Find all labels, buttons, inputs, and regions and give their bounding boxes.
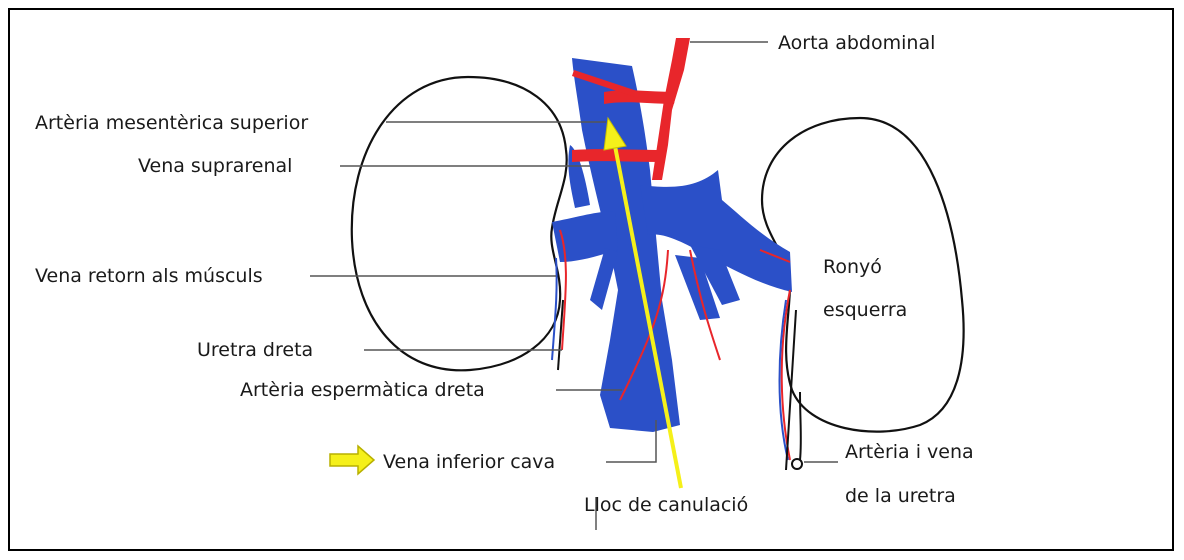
label-ureter-vessels-line2: de la uretra bbox=[845, 485, 956, 507]
label-cannulation-site: Lloc de canulació bbox=[584, 494, 748, 516]
label-right-ureter: Uretra dreta bbox=[197, 339, 313, 361]
label-suprarenal-vein: Vena suprarenal bbox=[138, 155, 292, 177]
highlight-arrow-icon bbox=[330, 446, 374, 474]
right-kidney bbox=[352, 77, 567, 370]
inferior-vena-cava bbox=[552, 58, 792, 432]
label-mesenteric-artery: Artèria mesentèrica superior bbox=[35, 112, 308, 134]
label-vena-cava: Vena inferior cava bbox=[383, 451, 555, 473]
label-left-kidney-line1: Ronyó bbox=[823, 256, 882, 278]
label-muscle-vein: Vena retorn als músculs bbox=[35, 265, 263, 287]
ureter-vessel-marker bbox=[792, 459, 802, 469]
ureters bbox=[558, 300, 801, 470]
label-spermatic-artery: Artèria espermàtica dreta bbox=[240, 379, 485, 401]
label-ureter-vessels-line1: Artèria i vena bbox=[845, 441, 974, 463]
label-aorta: Aorta abdominal bbox=[778, 32, 935, 54]
label-left-kidney-line2: esquerra bbox=[823, 299, 907, 321]
